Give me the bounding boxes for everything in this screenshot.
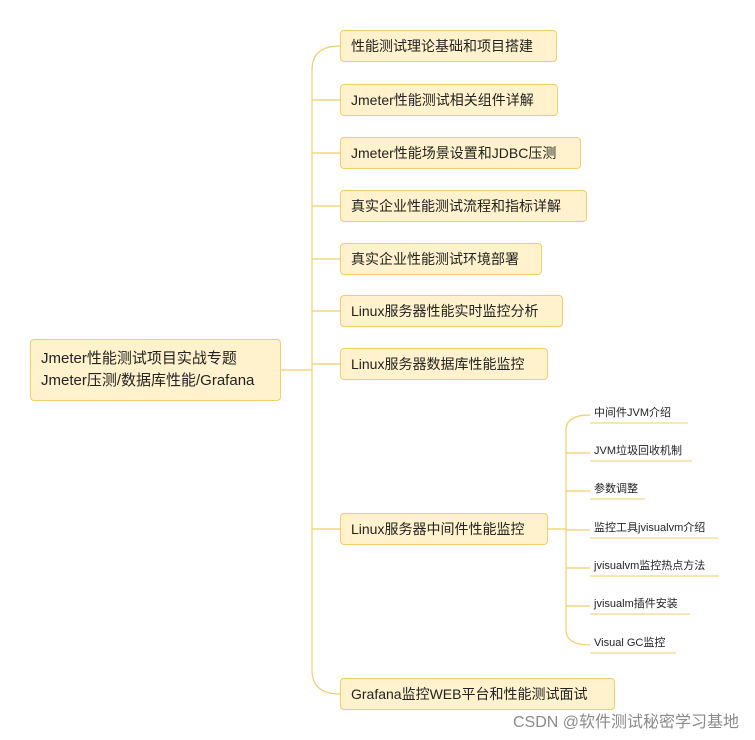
branch-label: Jmeter性能测试相关组件详解: [351, 92, 534, 108]
branch-label: 性能测试理论基础和项目搭建: [351, 38, 533, 54]
leaf-jvm-gc[interactable]: JVM垃圾回收机制: [594, 445, 682, 457]
branch-node-theory[interactable]: 性能测试理论基础和项目搭建: [340, 30, 557, 62]
branch-label: Grafana监控WEB平台和性能测试面试: [351, 686, 588, 702]
branch-label: Linux服务器中间件性能监控: [351, 521, 525, 537]
leaf-visual-gc[interactable]: Visual GC监控: [594, 637, 666, 649]
branch-label: Jmeter性能场景设置和JDBC压测: [351, 145, 557, 161]
csdn-watermark: CSDN @软件测试秘密学习基地: [512, 714, 739, 731]
leaf-plugin-install[interactable]: jvisualm插件安装: [594, 598, 678, 610]
root-title-line2: Jmeter压测/数据库性能/Grafana: [41, 372, 255, 389]
branch-node-environment[interactable]: 真实企业性能测试环境部署: [340, 243, 542, 275]
branch-node-linux-monitor[interactable]: Linux服务器性能实时监控分析: [340, 295, 563, 327]
branch-node-process-metrics[interactable]: 真实企业性能测试流程和指标详解: [340, 190, 587, 222]
branch-label: 真实企业性能测试流程和指标详解: [351, 198, 561, 214]
leaf-param-tuning[interactable]: 参数调整: [594, 483, 638, 495]
branch-label: Linux服务器数据库性能监控: [351, 356, 525, 372]
branch-node-middleware-monitor[interactable]: Linux服务器中间件性能监控: [340, 513, 548, 545]
root-title-line1: Jmeter性能测试项目实战专题: [41, 350, 237, 367]
leaf-jvisualvm-hotspot[interactable]: jvisualvm监控热点方法: [594, 560, 706, 572]
leaf-jvisualvm-intro[interactable]: 监控工具jvisualvm介绍: [594, 522, 706, 534]
branch-node-components[interactable]: Jmeter性能测试相关组件详解: [340, 84, 558, 116]
root-node[interactable]: Jmeter性能测试项目实战专题 Jmeter压测/数据库性能/Grafana: [30, 339, 281, 401]
trunk-connector: [311, 45, 341, 695]
leaf-jvm-intro[interactable]: 中间件JVM介绍: [594, 407, 671, 419]
branch-node-db-monitor[interactable]: Linux服务器数据库性能监控: [340, 348, 548, 380]
branch-node-grafana[interactable]: Grafana监控WEB平台和性能测试面试: [340, 678, 615, 710]
branch-label: Linux服务器性能实时监控分析: [351, 303, 539, 319]
branch-node-scenario-jdbc[interactable]: Jmeter性能场景设置和JDBC压测: [340, 137, 581, 169]
branch-label: 真实企业性能测试环境部署: [351, 251, 519, 267]
